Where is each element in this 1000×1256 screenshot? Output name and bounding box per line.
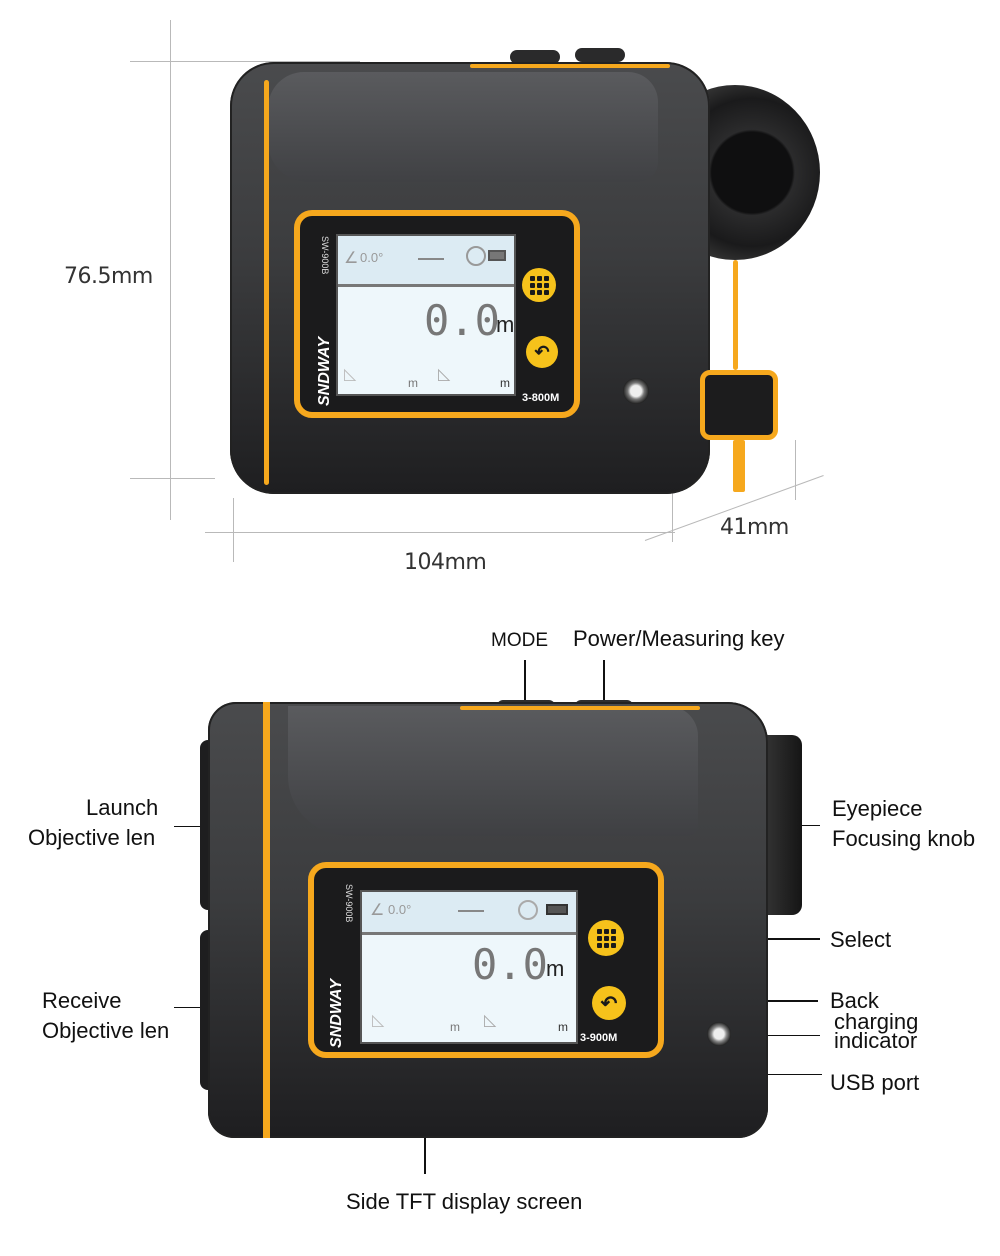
lcd-status-bar: ∠ 0.0° (338, 236, 514, 287)
grid-icon (596, 928, 616, 948)
sub-unit-2-side: m (558, 1020, 568, 1034)
callout-usb: USB port (830, 1070, 920, 1095)
height-vertical-line (170, 20, 171, 520)
accent-stripe-bottom (733, 440, 745, 492)
back-button: ↶ (592, 986, 626, 1020)
width-dimension-label: 104mm (404, 550, 487, 575)
accent-stripe-left (264, 80, 269, 485)
callout-launch-2: Objective len (28, 825, 156, 850)
leader-usb (760, 1074, 822, 1075)
angle-icon: ∠ (370, 902, 385, 919)
callout-back: Back (830, 988, 879, 1013)
width-left-tick (233, 498, 234, 562)
height-dimension-label: 76.5mm (64, 264, 153, 289)
callout-charging-2: indicator (834, 1028, 918, 1053)
mode-button-top (510, 50, 560, 64)
brand-logo: SNDWAY (316, 336, 333, 406)
leader-launch (174, 826, 214, 827)
power-button-top (575, 48, 625, 62)
distance-unit-side: m (546, 956, 565, 981)
brand-logo-side: SNDWAY (328, 978, 345, 1048)
width-horizontal-line (205, 532, 675, 533)
distance-mode-icon (458, 910, 484, 912)
accent-stripe-side (263, 702, 270, 1138)
triangle-icon-1: ◺ (344, 366, 357, 383)
leader-mode (524, 660, 526, 706)
leader-receive (174, 1007, 214, 1008)
callout-launch-1: Launch (86, 795, 159, 820)
triangle-icon-2: ◺ (484, 1012, 497, 1029)
model-label: SW-900B (320, 236, 330, 275)
distance-unit: m (496, 312, 515, 337)
battery-icon (546, 904, 568, 915)
depth-right-tick (795, 440, 796, 500)
crosshair-icon (518, 900, 538, 920)
distance-mode-icon (418, 258, 444, 260)
distance-reading-side: 0.0 (472, 940, 548, 989)
charging-indicator (707, 1022, 731, 1046)
angle-icon: ∠ (344, 250, 359, 267)
width-right-tick (672, 490, 673, 542)
range-label: 3-800M (522, 392, 560, 404)
leader-charging (720, 1035, 820, 1036)
back-arrow-icon: ↶ (534, 341, 550, 362)
accent-stripe-top-side (460, 706, 700, 710)
grid-icon (529, 275, 549, 295)
callout-receive-2: Objective len (42, 1018, 170, 1043)
side-port-cover (700, 370, 778, 440)
depth-dimension-label: 41mm (720, 515, 789, 540)
range-label-side: 3-900M (580, 1032, 618, 1044)
angle-value: 0.0° (360, 250, 384, 265)
battery-icon (488, 250, 506, 261)
lcd-status-bar-side: ∠ 0.0° (362, 892, 576, 935)
callout-power-key: Power/Measuring key (573, 626, 785, 651)
callout-mode: MODE (491, 630, 548, 651)
callout-eyepiece-1: Eyepiece (832, 796, 923, 821)
select-button (588, 920, 624, 956)
charging-indicator-light (623, 378, 649, 404)
callout-select: Select (830, 927, 892, 952)
triangle-icon-2: ◺ (438, 366, 451, 383)
callout-eyepiece-2: Focusing knob (832, 826, 976, 851)
angle-value: 0.0° (388, 902, 412, 917)
tft-display-screen: ∠ 0.0° 0.0 m ◺ m ◺ m (360, 890, 578, 1044)
lcd-frame-top: SNDWAY SW-900B ∠ 0.0° 0.0 m ◺ m ◺ m (294, 210, 580, 418)
device-top-shell-side (288, 706, 698, 836)
leader-power (603, 660, 605, 706)
triangle-icon-1: ◺ (372, 1012, 385, 1029)
sub-unit-1: m (408, 376, 418, 390)
accent-stripe-top (470, 64, 670, 68)
back-button-top: ↶ (526, 336, 558, 368)
callout-display: Side TFT display screen (346, 1189, 583, 1214)
device-top-shell (268, 72, 658, 182)
callout-receive-1: Receive (42, 988, 122, 1013)
model-label-side: SW-900B (344, 884, 354, 923)
sub-unit-1-side: m (450, 1020, 460, 1034)
crosshair-icon (466, 246, 486, 266)
sub-unit-2: m (500, 376, 510, 390)
back-arrow-icon: ↶ (600, 992, 618, 1015)
top-guide-line (130, 61, 360, 62)
distance-reading: 0.0 (424, 296, 500, 345)
callout-charging-1: charging (834, 1009, 919, 1034)
lcd-frame-side: SNDWAY SW-900B ∠ 0.0° 0.0 m ◺ m ◺ m (308, 862, 664, 1058)
lcd-screen-top: ∠ 0.0° 0.0 m ◺ m ◺ m (336, 234, 516, 396)
accent-stripe-right (733, 260, 738, 370)
bottom-guide-line (130, 478, 215, 479)
select-button-top (522, 268, 556, 302)
